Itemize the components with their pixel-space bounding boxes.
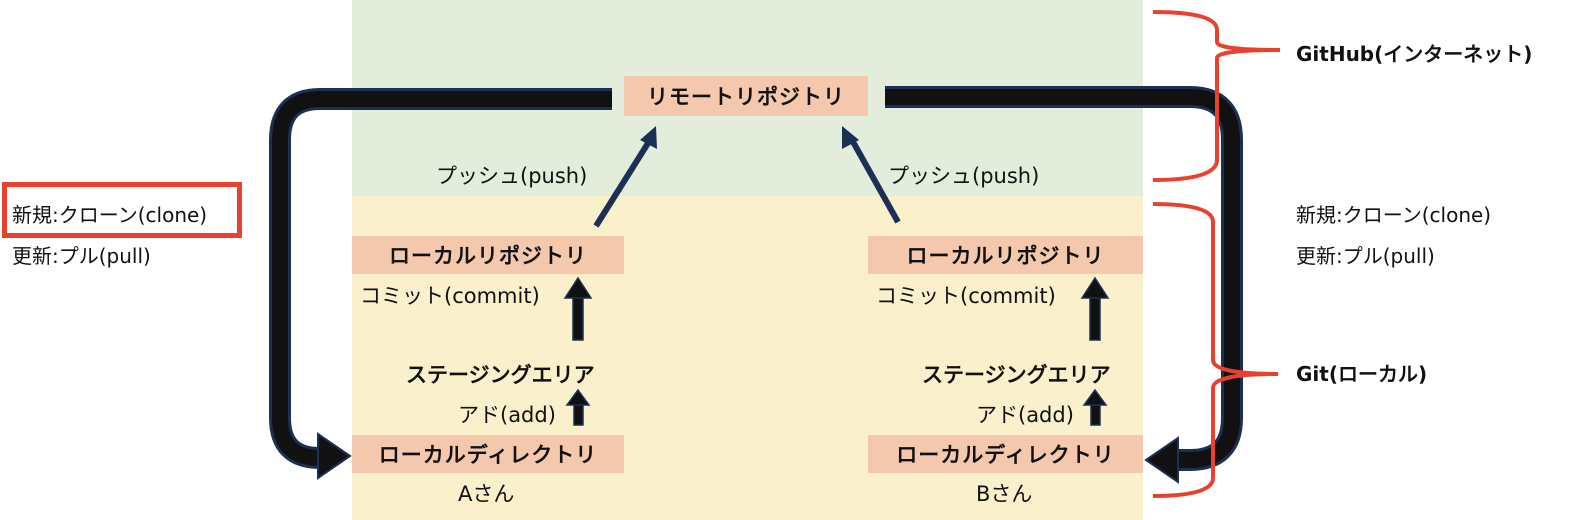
person-b: Bさん (976, 482, 1033, 506)
clone-highlight-box (2, 182, 242, 238)
add-arrowhead-a (565, 388, 591, 406)
github-label: GitHub(インターネット) (1296, 42, 1533, 66)
push-arrow-b (849, 138, 901, 224)
commit-label-b: コミット(commit) (876, 284, 1056, 308)
local-repository-a: ローカルリポジトリ (352, 236, 624, 274)
commit-arrow-b (1089, 295, 1101, 341)
person-a: Aさん (458, 482, 515, 506)
add-arrowhead-b (1082, 388, 1108, 406)
left-clone-arrow-body (272, 91, 612, 466)
left-clone-arrowhead (317, 432, 352, 480)
left-clone-arrow (269, 88, 612, 469)
commit-arrowhead-a (563, 276, 593, 299)
github-brace (1152, 10, 1281, 182)
push-label-a: プッシュ(push) (436, 164, 588, 188)
push-label-b: プッシュ(push) (888, 164, 1040, 188)
add-arrow-a (573, 402, 584, 426)
staging-area-a: ステージングエリア (406, 363, 595, 387)
add-arrow-b (1090, 402, 1101, 426)
commit-arrowhead-b (1080, 276, 1110, 299)
remote-repository: リモートリポジトリ (624, 76, 868, 116)
git-brace (1152, 202, 1279, 498)
staging-area-b: ステージングエリア (922, 363, 1111, 387)
add-label-b: アド(add) (976, 403, 1074, 427)
push-arrowhead-a (640, 126, 657, 149)
pull-label-left: 更新:プル(pull) (12, 244, 151, 268)
pull-label-right: 更新:プル(pull) (1296, 244, 1435, 268)
right-clone-arrow-body (885, 89, 1240, 468)
clone-label-left: 新規:クローン(clone) (12, 203, 208, 227)
local-repository-b: ローカルリポジトリ (868, 236, 1143, 274)
right-clone-arrowhead (1144, 436, 1179, 484)
git-local-label: Git(ローカル) (1296, 362, 1428, 386)
add-label-a: アド(add) (458, 403, 556, 427)
clone-label-right: 新規:クローン(clone) (1296, 203, 1492, 227)
local-directory-a: ローカルディレクトリ (352, 435, 624, 473)
commit-label-a: コミット(commit) (360, 284, 540, 308)
push-arrow-a (593, 138, 653, 228)
push-arrowhead-b (842, 126, 859, 149)
commit-arrow-a (572, 295, 584, 341)
local-directory-b: ローカルディレクトリ (868, 435, 1143, 473)
